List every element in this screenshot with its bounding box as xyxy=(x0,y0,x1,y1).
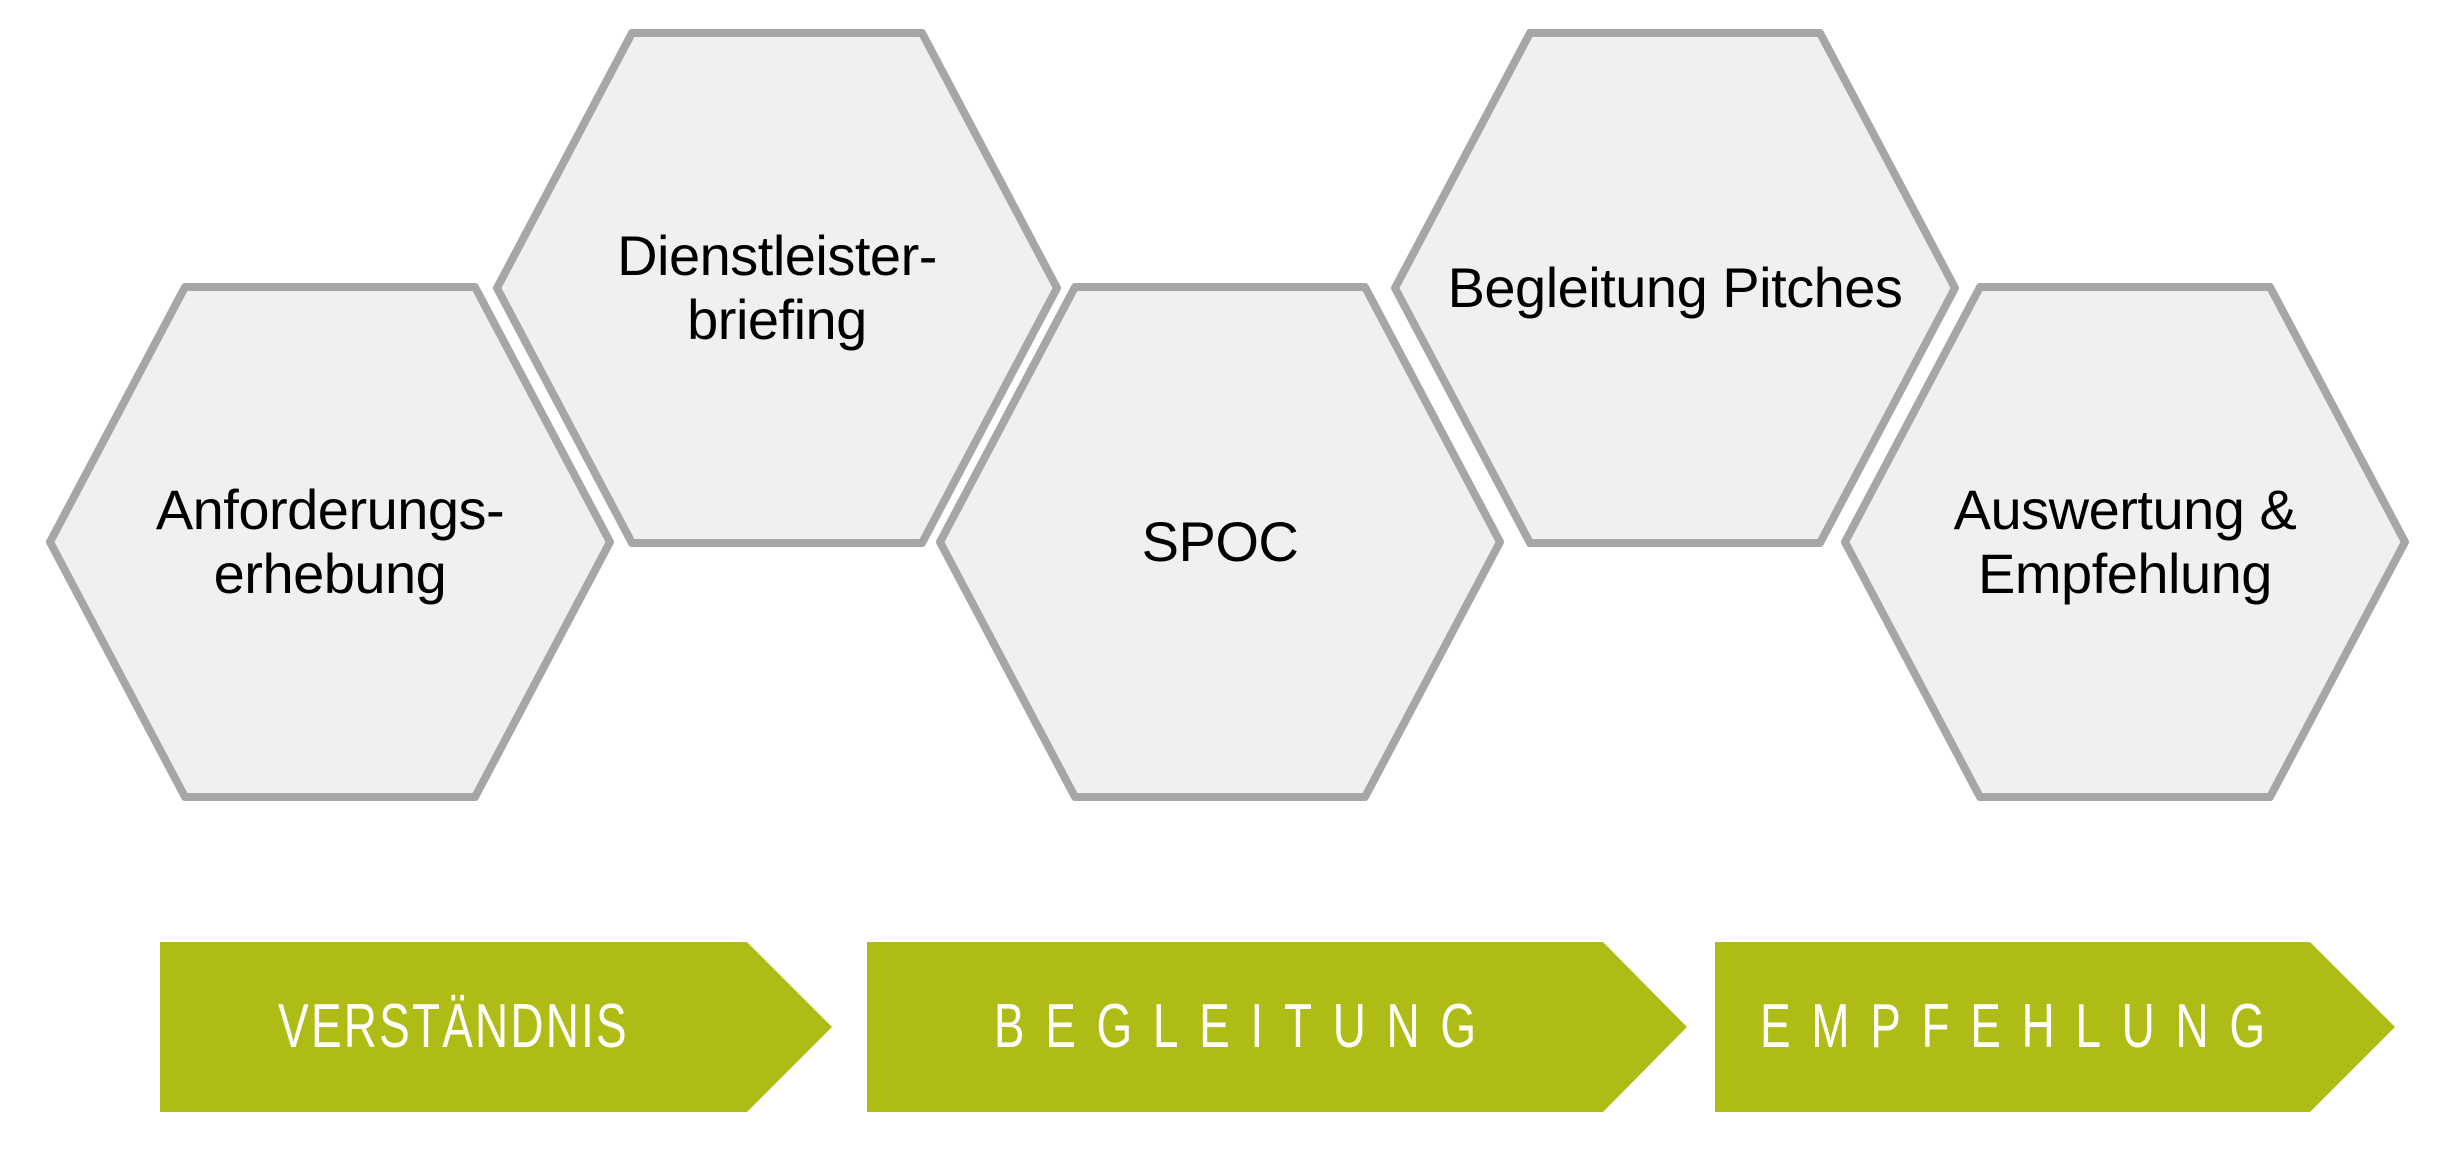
phase-arrow-empfehlung: EMPFEHLUNG xyxy=(1715,942,2395,1112)
phase-arrow-verstaendnis: VERSTÄNDNIS xyxy=(160,942,832,1112)
hexagon-shape-svg xyxy=(46,283,614,801)
phase-arrow-label-begleitung: BEGLEITUNG xyxy=(993,992,1497,1061)
hexagon-begleitung-pitches: Begleitung Pitches xyxy=(1391,29,1959,547)
arrow-pentagon-shape xyxy=(1715,942,2395,1112)
hexagon-anforderungserhebung: Anforderungs- erhebung xyxy=(46,283,614,801)
hexagon-shape xyxy=(1391,29,1959,547)
phase-arrow-begleitung: BEGLEITUNG xyxy=(867,942,1687,1112)
hexagon-label-dienstleisterbriefing: Dienstleister- briefing xyxy=(617,223,937,351)
hexagon-shape-svg xyxy=(1841,283,2409,801)
hexagon-shape-svg xyxy=(1391,29,1959,547)
hexagon-shape xyxy=(1841,283,2409,801)
hexagon-label-begleitung-pitches: Begleitung Pitches xyxy=(1447,255,1903,319)
hexagon-auswertung-empfehlung: Auswertung & Empfehlung xyxy=(1841,283,2409,801)
arrow-shape-svg xyxy=(160,942,832,1112)
phase-arrow-label-verstaendnis: VERSTÄNDNIS xyxy=(278,992,629,1061)
hexagon-shape xyxy=(936,283,1504,801)
hexagon-shape xyxy=(493,29,1061,547)
arrow-shape-svg xyxy=(1715,942,2395,1112)
hexagon-spoc: SPOC xyxy=(936,283,1504,801)
hexagon-label-auswertung-empfehlung: Auswertung & Empfehlung xyxy=(1953,477,2297,605)
hexagon-label-spoc: SPOC xyxy=(1141,509,1299,573)
phase-arrow-label-empfehlung: EMPFEHLUNG xyxy=(1759,992,2286,1061)
hexagon-shape-svg xyxy=(936,283,1504,801)
arrow-pentagon-shape xyxy=(867,942,1687,1112)
hexagon-shape-svg xyxy=(493,29,1061,547)
arrow-pentagon-shape xyxy=(160,942,832,1112)
arrow-shape-svg xyxy=(867,942,1687,1112)
hexagon-dienstleisterbriefing: Dienstleister- briefing xyxy=(493,29,1061,547)
hexagon-shape xyxy=(46,283,614,801)
hexagon-label-anforderungserhebung: Anforderungs- erhebung xyxy=(155,477,505,605)
